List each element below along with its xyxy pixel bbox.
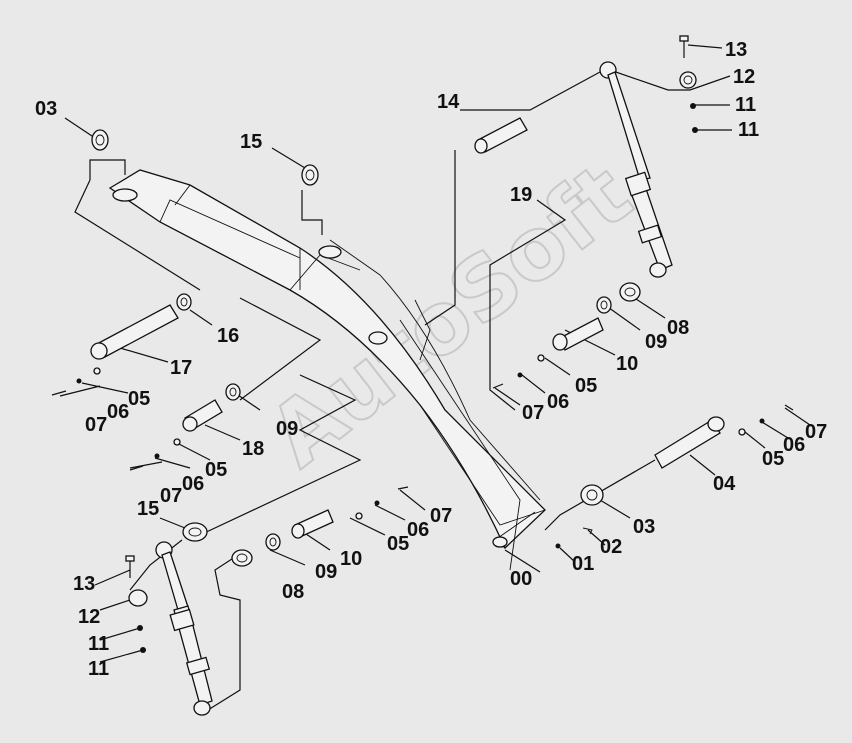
label-06: 06 (547, 391, 569, 413)
label-09: 09 (645, 331, 667, 353)
label-10: 10 (340, 548, 362, 570)
label-05: 05 (387, 533, 409, 555)
label-13: 13 (73, 573, 95, 595)
label-14: 14 (437, 91, 460, 113)
label-13: 13 (725, 39, 747, 61)
label-00: 00 (510, 568, 532, 590)
label-11: 11 (735, 94, 756, 116)
washers (91, 71, 697, 607)
label-07: 07 (85, 414, 107, 436)
label-11: 11 (88, 658, 109, 680)
label-11: 11 (88, 633, 109, 655)
label-05: 05 (128, 388, 150, 410)
leader-lines (59, 44, 811, 716)
label-05: 05 (762, 448, 784, 470)
label-06: 06 (407, 519, 429, 541)
label-05: 05 (575, 375, 597, 397)
label-04: 04 (713, 473, 736, 495)
label-07: 07 (430, 505, 452, 527)
label-07: 07 (805, 421, 827, 443)
label-07: 07 (522, 402, 544, 424)
label-09: 09 (276, 418, 298, 440)
label-16: 16 (217, 325, 239, 347)
label-06: 06 (182, 473, 204, 495)
label-19: 19 (510, 184, 532, 206)
label-08: 08 (282, 581, 304, 603)
label-02: 02 (600, 536, 622, 558)
label-09: 09 (315, 561, 337, 583)
callout-labels: 00 01 02 03 03 04 05 05 05 05 05 06 06 0… (35, 39, 827, 680)
label-12: 12 (733, 66, 755, 88)
label-10: 10 (616, 353, 638, 375)
label-15: 15 (137, 498, 159, 520)
label-11: 11 (738, 119, 759, 141)
label-15: 15 (240, 131, 262, 153)
label-12: 12 (78, 606, 100, 628)
label-01: 01 (572, 553, 594, 575)
cylinder-left (155, 541, 213, 716)
pins (90, 117, 725, 539)
label-06: 06 (783, 434, 805, 456)
cylinder-right (599, 61, 673, 278)
label-18: 18 (242, 438, 264, 460)
label-03: 03 (35, 98, 57, 120)
label-07: 07 (160, 485, 182, 507)
label-08: 08 (667, 317, 689, 339)
boom-body (108, 169, 546, 571)
small-hardware (51, 35, 794, 653)
label-17: 17 (170, 357, 192, 379)
label-05: 05 (205, 459, 227, 481)
label-03: 03 (633, 516, 655, 538)
label-06: 06 (107, 401, 129, 423)
